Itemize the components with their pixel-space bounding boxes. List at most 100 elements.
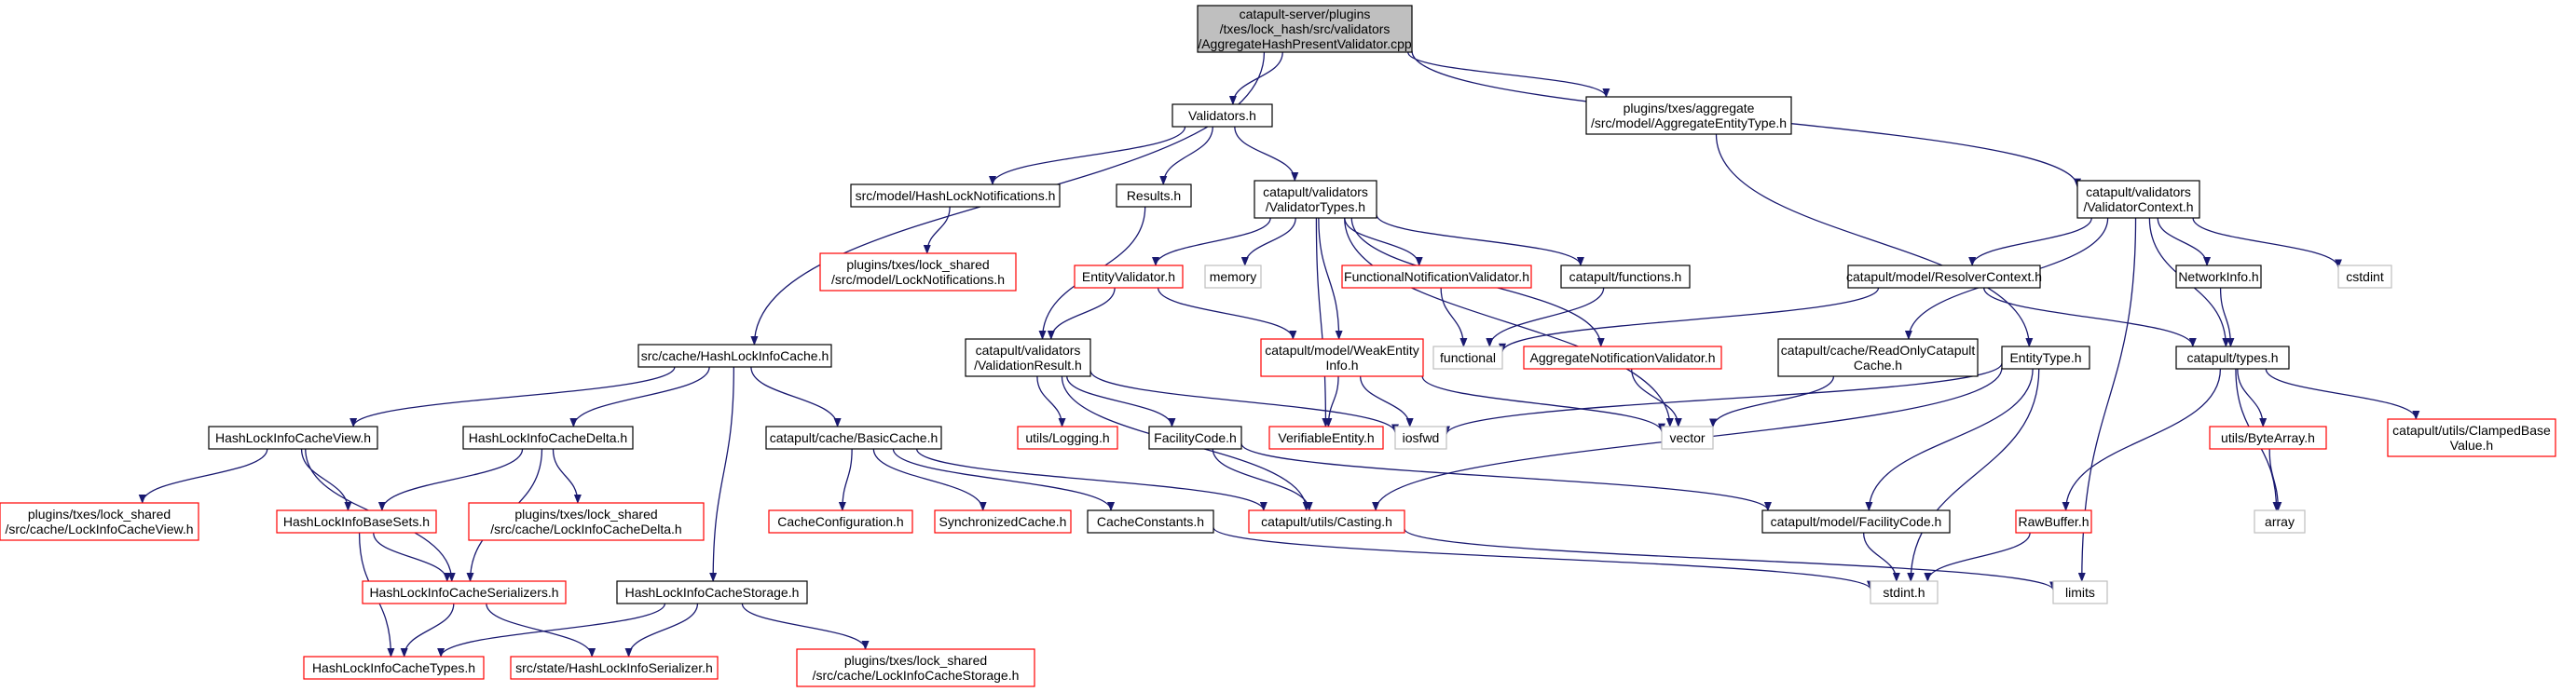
- node-aggregate-notification-validator[interactable]: AggregateNotificationValidator.h: [1523, 346, 1722, 370]
- node-box: [1268, 426, 1384, 450]
- node-array[interactable]: array: [2254, 509, 2306, 534]
- edge-validator_types-to-functional_notification_validator: [1344, 217, 1423, 266]
- node-aggregate-entity-type[interactable]: plugins/txes/aggregate/src/model/Aggrega…: [1585, 96, 1792, 135]
- node-label: /src/cache/LockInfoCacheDelta.h: [490, 522, 681, 536]
- node-label: vector: [1669, 430, 1705, 445]
- node-iosfwd[interactable]: iosfwd: [1394, 426, 1447, 450]
- node-lock-info-cache-view[interactable]: plugins/txes/lock_shared/src/cache/LockI…: [0, 502, 199, 541]
- node-validator-context[interactable]: catapult/validators/ValidatorContext.h: [2076, 180, 2200, 219]
- node-label: Value.h: [2450, 438, 2493, 453]
- node-cache-constants[interactable]: CacheConstants.h: [1087, 509, 1214, 534]
- node-hashlock-info-base-sets[interactable]: HashLockInfoBaseSets.h: [276, 509, 437, 534]
- node-cstdint[interactable]: cstdint: [2337, 265, 2392, 289]
- node-box: [1172, 103, 1273, 128]
- node-label: EntityValidator.h: [1082, 269, 1175, 284]
- node-cache-configuration[interactable]: CacheConfiguration.h: [768, 509, 913, 534]
- node-box: [1432, 346, 1503, 370]
- node-raw-buffer[interactable]: RawBuffer.h: [2015, 509, 2092, 534]
- node-label: utils/Logging.h: [1025, 430, 1109, 445]
- node-box: [468, 502, 705, 541]
- node-catapult-types[interactable]: catapult/types.h: [2175, 346, 2290, 370]
- node-validators-h[interactable]: Validators.h: [1172, 103, 1273, 128]
- node-box: [2254, 509, 2306, 534]
- edge-weak_entity_info-to-vector: [1421, 375, 1665, 433]
- node-hashlock-info-serializer[interactable]: src/state/HashLockInfoSerializer.h: [510, 656, 719, 680]
- node-utils-casting[interactable]: catapult/utils/Casting.h: [1248, 509, 1405, 534]
- nodes-layer: catapult-server/plugins/txes/lock_hash/s…: [0, 5, 2556, 687]
- node-label: CacheConstants.h: [1097, 514, 1204, 529]
- edge-raw_buffer-to-stdint_h: [1924, 532, 2031, 582]
- node-box: [1761, 509, 1951, 534]
- node-utils-logging[interactable]: utils/Logging.h: [1017, 426, 1118, 450]
- node-box: [1254, 180, 1377, 219]
- node-label: catapult/cache/ReadOnlyCatapult: [1781, 343, 1976, 358]
- node-entity-type[interactable]: EntityType.h: [2001, 346, 2090, 370]
- edge-basic_cache-to-utils_casting: [916, 448, 1267, 511]
- edge-utils_bytearray-to-array: [2268, 448, 2282, 511]
- node-box: [362, 580, 567, 604]
- node-limits[interactable]: limits: [2052, 580, 2108, 604]
- edge-utils_casting-to-limits: [1404, 528, 2057, 591]
- node-hashlock-notifications[interactable]: src/model/HashLockNotifications.h: [850, 183, 1061, 208]
- node-hashlock-info-cache-serializers[interactable]: HashLockInfoCacheSerializers.h: [362, 580, 567, 604]
- node-label: functional: [1440, 350, 1496, 365]
- node-label: catapult/validators: [1263, 184, 1368, 199]
- node-hashlock-info-cache-view[interactable]: HashLockInfoCacheView.h: [208, 426, 378, 450]
- edge-hashlock_info_cache_delta-to-hashlock_info_base_sets: [377, 448, 524, 511]
- node-verifiable-entity[interactable]: VerifiableEntity.h: [1268, 426, 1384, 450]
- node-label: plugins/txes/lock_shared: [846, 257, 989, 272]
- edge-validation_result-to-facility_code: [1066, 375, 1176, 427]
- edge-hashlock_info_cache-to-hashlock_info_cache_storage: [709, 366, 734, 582]
- node-box: [965, 338, 1091, 377]
- node-box: [1523, 346, 1722, 370]
- node-box: [208, 426, 378, 450]
- node-results-h[interactable]: Results.h: [1116, 183, 1192, 208]
- node-label: CacheConfiguration.h: [777, 514, 903, 529]
- node-label: EntityType.h: [2009, 350, 2081, 365]
- node-network-info[interactable]: NetworkInfo.h: [2175, 265, 2262, 289]
- node-box: [1074, 265, 1184, 289]
- node-lock-info-cache-storage[interactable]: plugins/txes/lock_shared/src/cache/LockI…: [796, 648, 1035, 687]
- node-label: /src/model/LockNotifications.h: [831, 272, 1005, 287]
- node-label: plugins/txes/lock_shared: [844, 653, 987, 668]
- node-model-facility-code[interactable]: catapult/model/FacilityCode.h: [1761, 509, 1951, 534]
- node-label: /src/cache/LockInfoCacheStorage.h: [813, 668, 1020, 683]
- node-validation-result[interactable]: catapult/validators/ValidationResult.h: [965, 338, 1091, 377]
- node-facility-code[interactable]: FacilityCode.h: [1148, 426, 1242, 450]
- edge-hashlock_info_cache_serializers-to-hashlock_info_cache_types: [400, 603, 455, 658]
- node-label: catapult/model/FacilityCode.h: [1771, 514, 1942, 529]
- node-label: catapult/validators: [976, 343, 1081, 358]
- node-utils-bytearray[interactable]: utils/ByteArray.h: [2209, 426, 2327, 450]
- node-box: [2175, 265, 2262, 289]
- node-hashlock-info-cache-delta[interactable]: HashLockInfoCacheDelta.h: [462, 426, 634, 450]
- node-validator-types[interactable]: catapult/validators/ValidatorTypes.h: [1254, 180, 1377, 219]
- node-resolver-context[interactable]: catapult/model/ResolverContext.h: [1846, 265, 2042, 289]
- node-catapult-functions[interactable]: catapult/functions.h: [1560, 265, 1691, 289]
- node-vector[interactable]: vector: [1661, 426, 1714, 450]
- node-hashlock-info-cache[interactable]: src/cache/HashLockInfoCache.h: [637, 344, 832, 368]
- node-box: [2015, 509, 2092, 534]
- node-memory[interactable]: memory: [1204, 265, 1262, 289]
- node-functional-notification-validator[interactable]: FunctionalNotificationValidator.h: [1341, 265, 1532, 289]
- node-label: catapult/utils/ClampedBase: [2392, 423, 2551, 438]
- node-hashlock-info-cache-storage[interactable]: HashLockInfoCacheStorage.h: [616, 580, 808, 604]
- edge-hashlock_info_cache_storage-to-hashlock_info_serializer: [624, 603, 699, 658]
- edge-validation_result-to-iosfwd: [1089, 370, 1399, 434]
- node-box: [303, 656, 485, 680]
- node-synchronized-cache[interactable]: SynchronizedCache.h: [934, 509, 1072, 534]
- edge-basic_cache-to-cache_configuration: [838, 448, 853, 511]
- node-functional[interactable]: functional: [1432, 346, 1503, 370]
- node-lock-notifications[interactable]: plugins/txes/lock_shared/src/model/LockN…: [819, 252, 1017, 292]
- node-entity-validator[interactable]: EntityValidator.h: [1074, 265, 1184, 289]
- node-hashlock-info-cache-types[interactable]: HashLockInfoCacheTypes.h: [303, 656, 485, 680]
- edge-validator_types-to-vector: [1344, 217, 1674, 427]
- node-box: [1661, 426, 1714, 450]
- node-basic-cache[interactable]: catapult/cache/BasicCache.h: [765, 426, 942, 450]
- node-root[interactable]: catapult-server/plugins/txes/lock_hash/s…: [1197, 5, 1413, 53]
- node-lock-info-cache-delta[interactable]: plugins/txes/lock_shared/src/cache/LockI…: [468, 502, 705, 541]
- node-stdint-h[interactable]: stdint.h: [1870, 580, 1939, 604]
